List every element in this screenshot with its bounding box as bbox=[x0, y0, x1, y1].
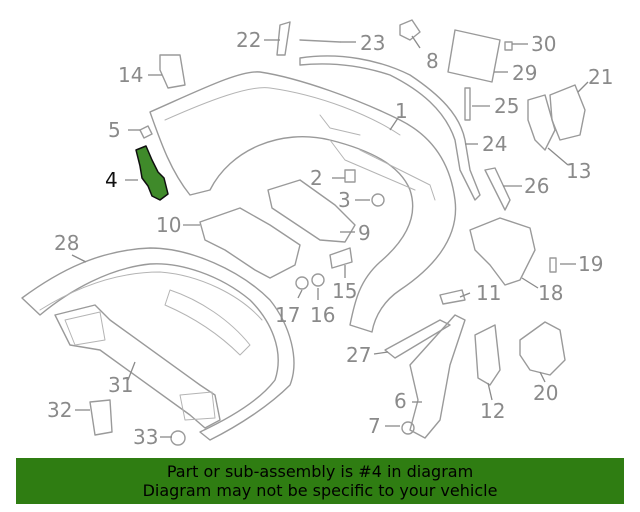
callout-9: 9 bbox=[358, 221, 371, 245]
part-17-shape bbox=[295, 276, 309, 290]
callout-28: 28 bbox=[54, 231, 79, 255]
bumper-cover-part bbox=[149, 71, 457, 333]
callout-8: 8 bbox=[426, 49, 439, 73]
callout-6: 6 bbox=[394, 389, 407, 413]
callout-24: 24 bbox=[482, 132, 507, 156]
part-20-shape bbox=[519, 321, 566, 376]
part-15-shape bbox=[329, 247, 353, 269]
reinforcement-bar-part bbox=[54, 304, 221, 429]
callout-12: 12 bbox=[480, 399, 505, 423]
part-23-shape bbox=[299, 39, 341, 43]
callout-30: 30 bbox=[531, 32, 556, 56]
callout-20: 20 bbox=[533, 381, 558, 405]
callout-10: 10 bbox=[156, 213, 181, 237]
callout-11: 11 bbox=[476, 281, 501, 305]
callout-15: 15 bbox=[332, 279, 357, 303]
bracket-parts bbox=[89, 19, 586, 446]
part-16-shape bbox=[311, 273, 325, 287]
banner-line-2: Diagram may not be specific to your vehi… bbox=[142, 481, 498, 500]
part-29-shape bbox=[447, 29, 501, 83]
callout-17: 17 bbox=[275, 303, 300, 327]
part-3-shape bbox=[371, 193, 385, 207]
part-9-shape bbox=[267, 179, 356, 243]
part-25-shape bbox=[464, 87, 471, 121]
part-5-shape bbox=[139, 125, 153, 139]
callout-7: 7 bbox=[368, 414, 381, 438]
callout-31: 31 bbox=[108, 373, 133, 397]
callout-16: 16 bbox=[310, 303, 335, 327]
part-33-shape bbox=[170, 430, 186, 446]
part-22-shape bbox=[276, 21, 291, 56]
part-12-shape bbox=[474, 324, 501, 386]
part-10-shape bbox=[199, 207, 301, 279]
leader-lines bbox=[71, 35, 589, 438]
highlighted-part-4 bbox=[135, 145, 169, 201]
callout-19: 19 bbox=[578, 252, 603, 276]
callout-13: 13 bbox=[566, 159, 591, 183]
part-13-shape bbox=[527, 94, 556, 151]
callout-32: 32 bbox=[47, 398, 72, 422]
part-8-shape bbox=[399, 19, 421, 41]
part-30-shape bbox=[504, 41, 513, 51]
part-19-shape bbox=[549, 257, 557, 273]
part-21-shape bbox=[549, 84, 586, 141]
part-2-shape bbox=[344, 169, 356, 183]
callout-4: 4 bbox=[105, 168, 118, 192]
callout-2: 2 bbox=[310, 166, 323, 190]
part-24-shape bbox=[299, 55, 481, 201]
callout-26: 26 bbox=[524, 174, 549, 198]
callout-23: 23 bbox=[360, 31, 385, 55]
callout-labels: 1 2 3 4 5 6 7 8 9 10 11 12 13 14 15 16 1… bbox=[47, 28, 613, 449]
callout-14: 14 bbox=[118, 63, 143, 87]
part-11-shape bbox=[439, 289, 466, 305]
callout-21: 21 bbox=[588, 65, 613, 89]
callout-29: 29 bbox=[512, 61, 537, 85]
part-14-shape bbox=[159, 54, 186, 89]
part-32-shape bbox=[89, 399, 113, 436]
part-26-shape bbox=[484, 167, 511, 211]
diffuser-part bbox=[21, 247, 295, 441]
info-banner: Part or sub-assembly is #4 in diagram Di… bbox=[16, 458, 624, 504]
callout-22: 22 bbox=[236, 28, 261, 52]
banner-line-1: Part or sub-assembly is #4 in diagram bbox=[166, 462, 474, 481]
callout-25: 25 bbox=[494, 94, 519, 118]
part-6-shape bbox=[409, 314, 466, 439]
callout-3: 3 bbox=[338, 188, 351, 212]
callout-33: 33 bbox=[133, 425, 158, 449]
callout-18: 18 bbox=[538, 281, 563, 305]
part-18-shape bbox=[469, 217, 536, 286]
part-27-shape bbox=[384, 319, 451, 359]
parts-diagram: 1 2 3 4 5 6 7 8 9 10 11 12 13 14 15 16 1… bbox=[21, 19, 613, 449]
callout-5: 5 bbox=[108, 118, 121, 142]
callout-27: 27 bbox=[346, 343, 371, 367]
callout-1: 1 bbox=[395, 99, 408, 123]
part-7-shape bbox=[401, 421, 415, 435]
